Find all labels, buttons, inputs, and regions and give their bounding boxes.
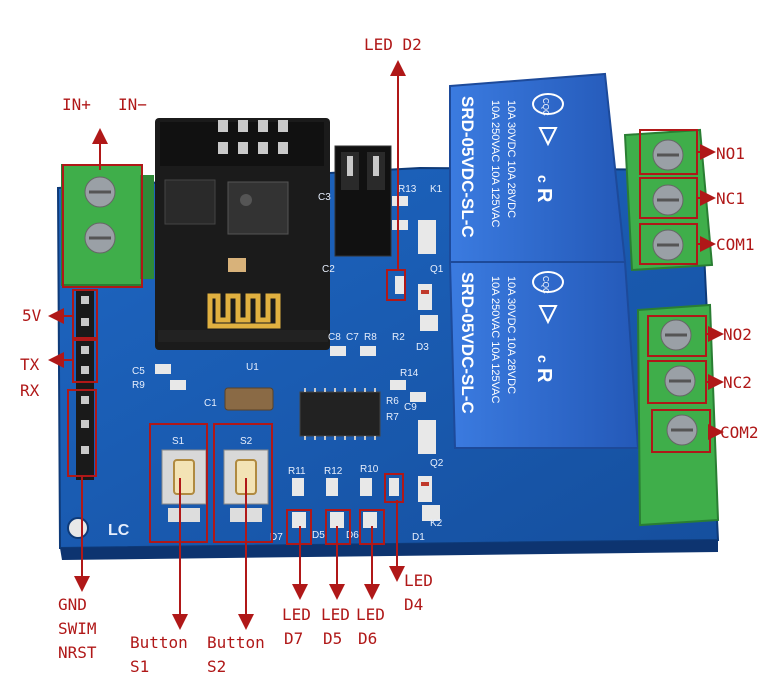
terminal-block-right-1	[623, 128, 714, 272]
svg-text:R: R	[533, 368, 555, 383]
svg-text:R11: R11	[288, 466, 306, 477]
svg-text:R7: R7	[386, 412, 399, 423]
led-d2-part	[395, 276, 405, 294]
svg-text:Q1: Q1	[430, 264, 444, 275]
label-in-minus: IN−	[118, 95, 147, 114]
pin-header-left	[76, 290, 94, 480]
label-led-d4-line2: D4	[404, 595, 424, 614]
svg-text:S2: S2	[240, 436, 253, 447]
label-led-d5-line1: LED	[321, 605, 350, 624]
svg-text:CQC: CQC	[541, 276, 550, 294]
label-5v: 5V	[22, 306, 42, 325]
label-led-d6-line2: D6	[358, 629, 378, 648]
label-led-d7-line1: LED	[282, 605, 311, 624]
svg-text:SRD-05VDC-SL-C: SRD-05VDC-SL-C	[458, 96, 477, 238]
svg-text:D6: D6	[346, 530, 359, 541]
svg-text:R10: R10	[360, 464, 379, 475]
jumper-header	[334, 145, 392, 257]
capacitor-c1	[224, 387, 274, 411]
svg-text:R9: R9	[132, 380, 145, 391]
label-led-d7-line2: D7	[284, 629, 304, 648]
label-tx: TX	[20, 355, 40, 374]
svg-text:D3: D3	[416, 342, 429, 353]
svg-text:C9: C9	[404, 402, 417, 413]
label-button-s1-line1: Button	[130, 633, 188, 652]
label-swim: SWIM	[58, 619, 97, 638]
esp01-module	[155, 118, 330, 350]
svg-text:C3: C3	[318, 192, 331, 203]
silkscreen: S1 S2 R13 K1 Q1 R2 D3 C5 R9 C1 U1 C8 C7 …	[132, 184, 444, 543]
svg-text:SRD-05VDC-SL-C: SRD-05VDC-SL-C	[458, 272, 477, 414]
led-d4-part	[389, 478, 399, 496]
svg-text:CQC: CQC	[541, 98, 550, 116]
annotation-arrows	[48, 60, 724, 630]
label-com1: COM1	[716, 235, 755, 254]
label-gnd: GND	[58, 595, 87, 614]
mount-hole	[67, 517, 89, 539]
label-in-plus: IN+	[62, 95, 91, 114]
svg-text:S1: S1	[172, 436, 185, 447]
tact-button-s1	[161, 449, 207, 522]
svg-text:R12: R12	[324, 466, 343, 477]
label-nrst: NRST	[58, 643, 97, 662]
label-button-s2-line2: S2	[207, 657, 227, 676]
svg-text:C5: C5	[132, 366, 145, 377]
svg-text:R: R	[533, 188, 555, 203]
label-led-d4-line1: LED	[404, 571, 433, 590]
relay-2: SRD-05VDC-SL-C 10A 250VAC 10A 125VAC 10A…	[448, 261, 640, 449]
svg-text:U1: U1	[246, 362, 259, 373]
svg-text:R13: R13	[398, 184, 417, 195]
label-nc1: NC1	[716, 189, 745, 208]
svg-text:K2: K2	[430, 518, 443, 529]
svg-text:10A 250VAC 10A 125VAC: 10A 250VAC 10A 125VAC	[489, 276, 501, 403]
svg-text:R14: R14	[400, 368, 419, 379]
svg-text:10A 250VAC 10A 125VAC: 10A 250VAC 10A 125VAC	[489, 100, 501, 227]
stm8-chip	[299, 388, 381, 440]
svg-text:C1: C1	[204, 398, 217, 409]
smd-parts	[155, 196, 440, 528]
terminal-block-input	[61, 164, 154, 286]
label-no1: NO1	[716, 144, 745, 163]
svg-text:Q2: Q2	[430, 458, 444, 469]
svg-text:C8: C8	[328, 332, 341, 343]
svg-text:K1: K1	[430, 184, 443, 195]
label-button-s2-line1: Button	[207, 633, 265, 652]
svg-text:C2: C2	[322, 264, 335, 275]
svg-text:10A 30VDC 10A 28VDC: 10A 30VDC 10A 28VDC	[505, 100, 517, 218]
label-led-d6-line1: LED	[356, 605, 385, 624]
label-no2: NO2	[723, 325, 752, 344]
label-rx: RX	[20, 381, 40, 400]
relay-1: SRD-05VDC-SL-C 10A 250VAC 10A 125VAC 10A…	[449, 72, 627, 263]
svg-text:C7: C7	[346, 332, 359, 343]
svg-text:D5: D5	[312, 530, 325, 541]
label-led-d5-line2: D5	[323, 629, 343, 648]
annotation-boxes	[62, 129, 711, 545]
svg-text:10A 30VDC 10A 28VDC: 10A 30VDC 10A 28VDC	[505, 276, 517, 394]
brand-silk: LC	[108, 522, 130, 539]
svg-text:R6: R6	[386, 396, 399, 407]
svg-text:R8: R8	[364, 332, 377, 343]
label-com2: COM2	[720, 423, 759, 442]
svg-text:c: c	[535, 175, 551, 183]
svg-text:D7: D7	[270, 532, 283, 543]
svg-text:R2: R2	[392, 332, 405, 343]
svg-text:c: c	[535, 355, 551, 363]
label-nc2: NC2	[723, 373, 752, 392]
svg-text:D1: D1	[412, 532, 425, 543]
label-led-d2: LED D2	[364, 35, 422, 54]
label-button-s1-line2: S1	[130, 657, 150, 676]
